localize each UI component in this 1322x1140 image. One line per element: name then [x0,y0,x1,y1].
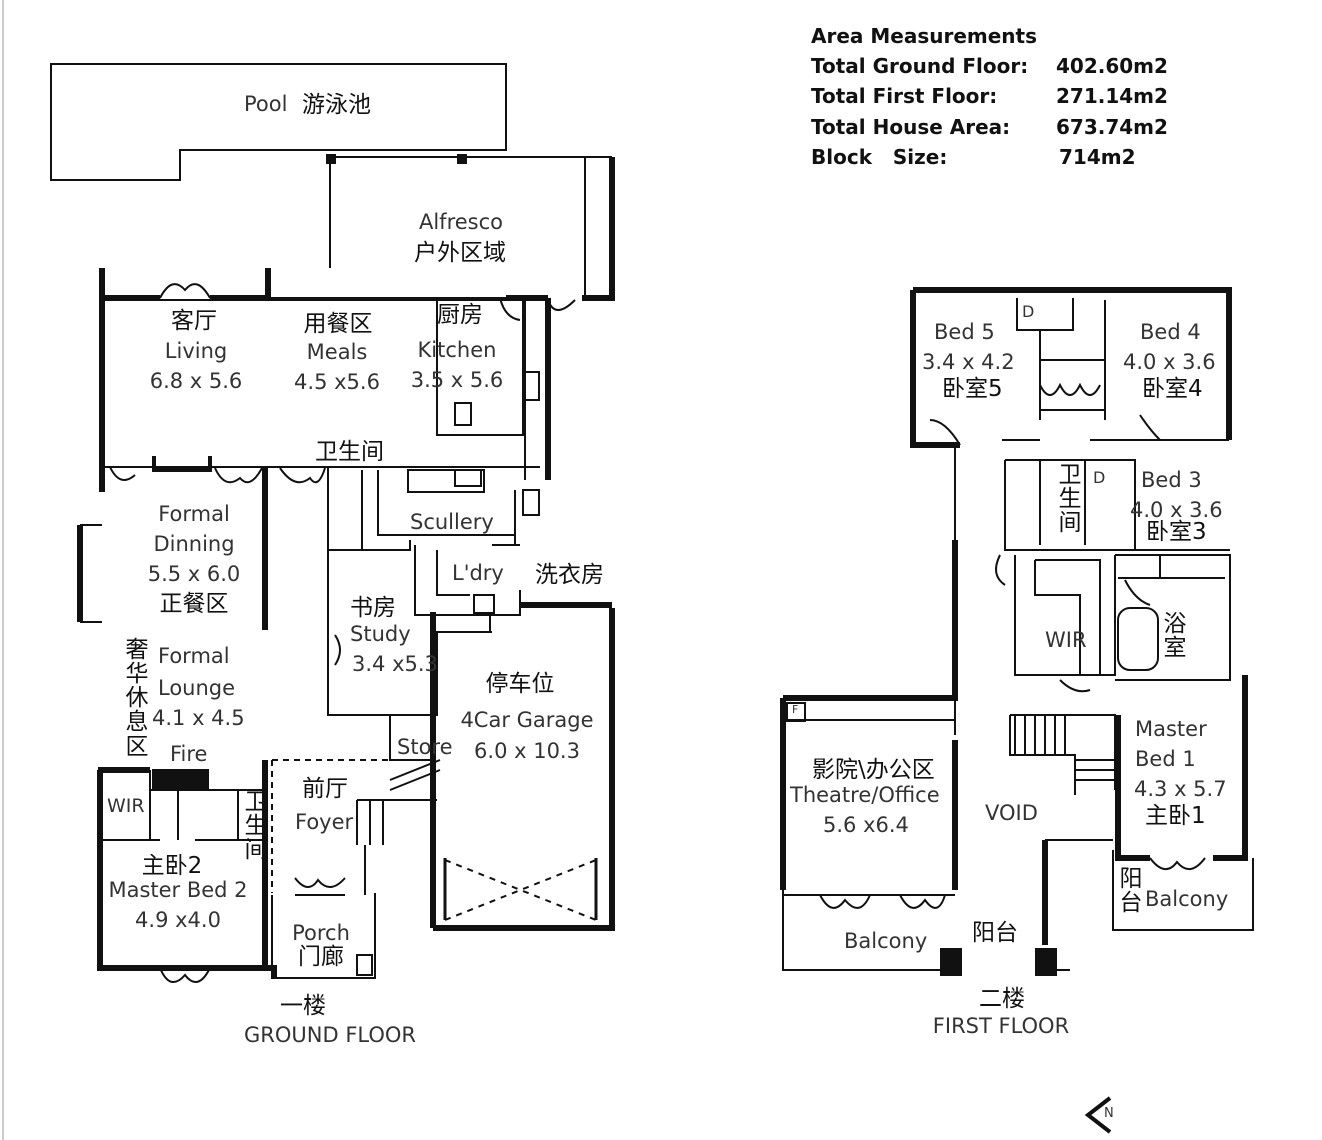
porch-label-en: Porch [292,921,350,945]
fire-label: Fire [170,742,208,766]
bed4-label-en: Bed 4 [1140,320,1201,344]
area-label-first: Total First Floor: [811,84,998,108]
study-label-cn: 书房 [350,595,396,621]
first-floor-title-en: FIRST FLOOR [932,1014,1070,1038]
scullery-label: Scullery [410,510,494,534]
foyer-label-en: Foyer [295,810,354,834]
garage-label-cn: 停车位 [485,671,555,697]
master-balcony-label-cn: 阳台 [1119,866,1143,917]
bed3-label-en: Bed 3 [1141,468,1202,492]
area-measurements: Area Measurements Total Ground Floor: 40… [811,24,1211,184]
ground-floor-title-cn: 一楼 [280,993,326,1019]
store-label: Store [397,735,453,759]
theatre-size: 5.6 x6.4 [823,813,909,837]
area-label-total: Total House Area: [811,115,1011,139]
bed3-label-cn: 卧室3 [1146,519,1207,545]
living-label-en: Living [164,339,228,363]
meals-size: 4.5 x5.6 [294,370,380,394]
master-bed1-label-en1: Master [1135,717,1207,741]
formal-dining-size: 5.5 x 6.0 [147,562,241,586]
bed5-label-en: Bed 5 [934,320,995,344]
area-value-first: 271.14m2 [1056,84,1168,108]
master-bed2-label-en: Master Bed 2 [108,878,248,902]
master-bed2-label-cn: 主卧2 [141,853,203,879]
meals-label-cn: 用餐区 [303,311,373,337]
area-label-ground: Total Ground Floor: [811,54,1029,78]
area-value-block: 714m2 [1059,145,1136,169]
meals-label-en: Meals [306,340,368,364]
study-label-en: Study [350,622,411,646]
alfresco-outline [329,156,612,298]
laundry-label-cn: 洗衣房 [535,562,604,588]
formal-lounge-label-cn: 奢华休息区 [125,637,149,760]
area-value-ground: 402.60m2 [1056,54,1168,78]
master-bed2-size: 4.9 x4.0 [135,908,221,932]
ff-wc-label-cn: 卫生间 [1058,462,1082,537]
master-bed1-label-en2: Bed 1 [1135,747,1196,771]
bed4-size: 4.0 x 3.6 [1123,350,1216,374]
alfresco-label-en: Alfresco [418,210,504,234]
bed4-label-cn: 卧室4 [1142,376,1203,402]
master-balcony-label-en: Balcony [1145,887,1229,911]
ff-dryer-label-2: D [1093,468,1106,487]
wc-side-label-cn: 卫生间 [244,789,268,864]
balcony-label-cn: 阳台 [972,920,1018,946]
porch-label-cn: 门廊 [298,944,344,970]
garage-size: 6.0 x 10.3 [474,739,580,763]
formal-lounge-label-en2: Lounge [158,676,236,700]
ff-fridge-label: F [792,703,799,716]
area-title: Area Measurements [811,24,1038,48]
kitchen-label-en: Kitchen [417,338,497,362]
alfresco-label-cn: 户外区域 [414,240,506,266]
balcony-label-en: Balcony [844,929,928,953]
formal-dining-label-en1: Formal [158,502,230,526]
ground-floor-title-en: GROUND FLOOR [244,1023,416,1047]
master-bed1-label-cn: 主卧1 [1145,803,1206,829]
kitchen-label-cn: 厨房 [437,302,483,328]
north-arrow-icon [1084,1096,1112,1134]
theatre-label-cn: 影院\办公区 [812,757,935,783]
north-marker-label: N [1104,1106,1114,1121]
theatre-label-en: Theatre/Office [790,783,940,807]
formal-lounge-size: 4.1 x 4.5 [152,706,245,730]
formal-lounge-label-en1: Formal [158,644,230,668]
pool-label-cn: 游泳池 [302,92,371,118]
area-value-total: 673.74m2 [1056,115,1168,139]
garage-label-en: 4Car Garage [460,708,594,732]
bed5-size: 3.4 x 4.2 [922,350,1015,374]
pool-label-en: Pool [244,92,288,116]
study-size: 3.4 x5.3 [352,652,438,676]
formal-dining-label-cn: 正餐区 [159,591,229,617]
master-bed1-size: 4.3 x 5.7 [1134,777,1227,801]
living-label-cn: 客厅 [171,308,217,334]
formal-dining-label-en2: Dinning [153,532,235,556]
area-label-block: Block Size: [811,145,948,169]
bed5-label-cn: 卧室5 [942,376,1003,402]
bed3-size: 4.0 x 3.6 [1130,498,1223,522]
laundry-label-en: L'dry [452,561,504,585]
wir-label: WIR [107,795,145,817]
kitchen-size: 3.5 x 5.6 [410,368,504,392]
ff-wir-label: WIR [1045,628,1087,652]
bath-label-cn: 浴室 [1163,611,1187,662]
ff-dryer-label: D [1022,302,1035,321]
void-label: VOID [985,801,1038,825]
foyer-label-cn: 前厅 [302,776,348,802]
pool-outline [50,63,507,181]
first-floor-title-cn: 二楼 [979,986,1025,1012]
wc-top-label-cn: 卫生间 [315,439,384,465]
living-size: 6.8 x 5.6 [149,369,243,393]
